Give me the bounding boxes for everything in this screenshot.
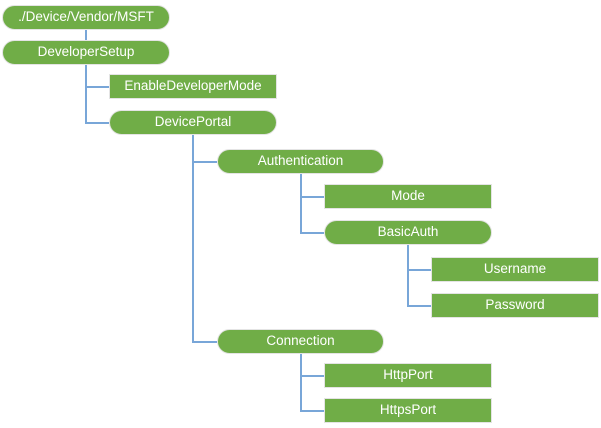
node-connection: Connection xyxy=(217,329,384,354)
connector-segment xyxy=(85,86,109,88)
node-basicauth: BasicAuth xyxy=(324,220,492,245)
node-label: Connection xyxy=(266,333,335,349)
node-label: ./Device/Vendor/MSFT xyxy=(18,9,154,25)
node-label: EnableDeveloperMode xyxy=(124,78,262,94)
node-password: Password xyxy=(431,293,599,318)
node-msft: ./Device/Vendor/MSFT xyxy=(2,5,170,30)
connector-segment xyxy=(192,135,194,343)
node-label: DevicePortal xyxy=(154,114,232,130)
node-label: Mode xyxy=(391,188,425,204)
node-label: HttpPort xyxy=(383,367,433,383)
node-label: Username xyxy=(483,261,547,277)
connector-segment xyxy=(300,174,302,234)
node-label: HttpsPort xyxy=(379,402,437,418)
connector-segment xyxy=(407,305,431,307)
connector-segment xyxy=(192,341,217,343)
node-deviceportal: DevicePortal xyxy=(109,110,277,135)
connector-segment xyxy=(85,30,87,40)
node-mode: Mode xyxy=(324,184,492,209)
node-label: BasicAuth xyxy=(377,224,439,240)
connector-segment xyxy=(407,245,409,307)
node-httpsport: HttpsPort xyxy=(324,398,492,423)
connector-segment xyxy=(300,375,324,377)
node-httpport: HttpPort xyxy=(324,363,492,388)
connector-segment xyxy=(300,354,302,412)
node-label: Password xyxy=(485,297,545,313)
connector-segment xyxy=(407,269,431,271)
connector-segment xyxy=(192,161,217,163)
node-authentication: Authentication xyxy=(217,149,384,174)
node-developersetup: DeveloperSetup xyxy=(2,40,170,65)
node-enabledevelopermode: EnableDeveloperMode xyxy=(109,74,277,99)
node-label: DeveloperSetup xyxy=(37,44,135,60)
connector-segment xyxy=(85,65,87,124)
connector-segment xyxy=(300,232,324,234)
connector-segment xyxy=(300,196,324,198)
connector-segment xyxy=(300,410,324,412)
connector-segment xyxy=(85,122,109,124)
node-username: Username xyxy=(431,257,599,282)
node-label: Authentication xyxy=(257,153,344,169)
